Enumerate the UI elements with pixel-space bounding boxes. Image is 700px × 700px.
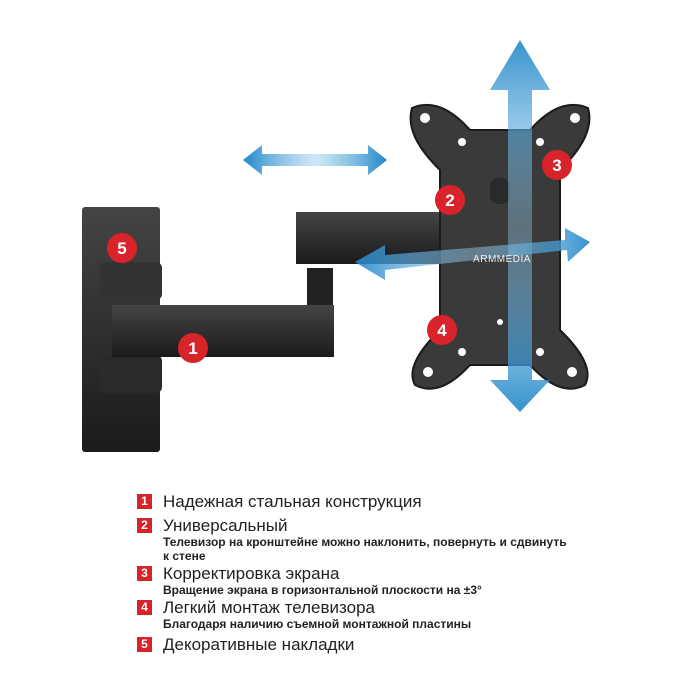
badge-4: 4 [427, 315, 457, 345]
feature-title: Надежная стальная конструкция [163, 492, 422, 511]
feature-title: Корректировка экрана [163, 564, 340, 583]
main-arm [112, 305, 334, 357]
svg-text:4: 4 [437, 321, 447, 340]
feature-3: 3 Корректировка экрана Вращение экрана в… [137, 564, 482, 597]
svg-text:2: 2 [445, 191, 454, 210]
badge-1: 1 [178, 333, 208, 363]
feature-number: 3 [137, 566, 152, 581]
feature-subtitle: Благодаря наличию съемной монтажной плас… [163, 617, 472, 631]
vertical-arrow-icon [490, 40, 550, 412]
feature-subtitle-cont: к стене [163, 549, 206, 563]
feature-title: Универсальный [163, 516, 288, 535]
svg-text:5: 5 [117, 239, 126, 258]
feature-number: 2 [137, 518, 152, 533]
bracket-illustration: ARMMEDIA 5 1 2 3 4 [82, 40, 591, 452]
feature-title: Легкий монтаж телевизора [163, 598, 375, 617]
brand-logo: ARMMEDIA [473, 254, 531, 265]
feature-number: 5 [137, 637, 152, 652]
hinge-block-lower [100, 355, 162, 393]
feature-1: 1 Надежная стальная конструкция [137, 492, 422, 511]
badge-2: 2 [435, 185, 465, 215]
feature-2: 2 Универсальный Телевизор на кронштейне … [137, 516, 567, 563]
feature-4: 4 Легкий монтаж телевизора Благодаря нал… [137, 598, 471, 631]
feature-title: Декоративные накладки [163, 635, 355, 654]
badge-5: 5 [107, 233, 137, 263]
feature-number: 4 [137, 600, 152, 615]
svg-text:1: 1 [188, 339, 197, 358]
slide-arrow-icon [355, 228, 590, 280]
badge-3: 3 [542, 150, 572, 180]
svg-text:3: 3 [552, 156, 561, 175]
feature-number: 1 [137, 494, 152, 509]
horizontal-arrow-icon [243, 145, 387, 175]
hinge-block [100, 262, 162, 300]
feature-subtitle: Телевизор на кронштейне можно наклонить,… [163, 535, 567, 549]
feature-5: 5 Декоративные накладки [137, 635, 354, 654]
feature-subtitle: Вращение экрана в горизонтальной плоскос… [163, 583, 482, 597]
